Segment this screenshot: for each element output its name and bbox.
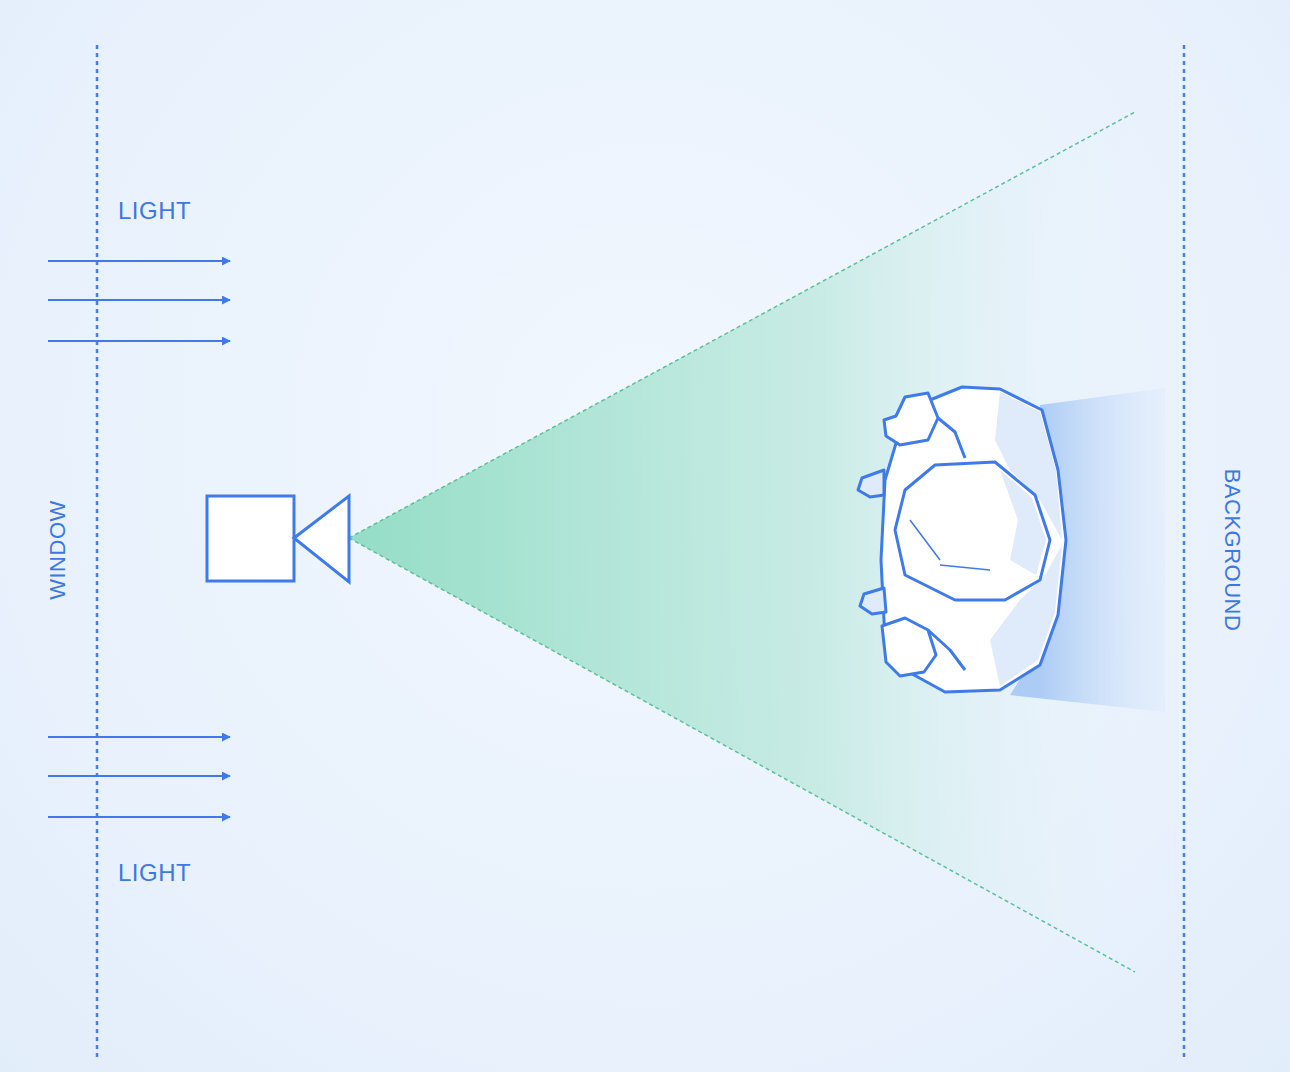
light-arrows <box>48 261 230 817</box>
person-figure <box>858 387 1066 692</box>
camera-icon <box>207 496 349 582</box>
view-cone <box>349 112 1135 972</box>
light-label: LIGHT <box>118 861 191 885</box>
background-line <box>1183 45 1186 1060</box>
background-label: BACKGROUND <box>1221 469 1243 632</box>
window-label: WINDOW <box>47 500 69 600</box>
light-label: LIGHT <box>118 199 191 223</box>
window-line <box>96 45 99 1060</box>
